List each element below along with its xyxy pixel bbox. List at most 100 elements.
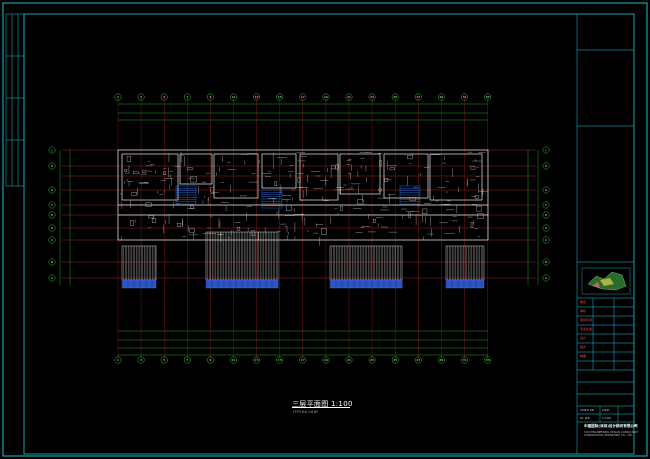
axis-bubble-label: 21: [347, 95, 351, 99]
axis-bubble: [299, 93, 307, 101]
axis-bubble-label: J: [51, 148, 53, 152]
fixture: [297, 177, 301, 183]
fixture: [145, 202, 152, 207]
axis-bubble-label: 3: [140, 358, 142, 362]
axis-bubble-label: 5: [163, 95, 165, 99]
axis-bubble-label: 33: [486, 95, 490, 99]
axis-bubble-label: G: [51, 188, 54, 192]
axis-bubble: [253, 356, 261, 364]
axis-bubble: [345, 93, 353, 101]
fixture: [190, 176, 197, 183]
fixture: [330, 165, 336, 170]
title-block: [576, 14, 634, 454]
axis-bubble-label: E: [51, 213, 53, 217]
fixture: [379, 160, 382, 167]
axis-bubble: [48, 146, 56, 154]
fixture: [389, 167, 395, 171]
drawing-frame: [23, 13, 635, 455]
axis-bubble-label: 15: [278, 358, 282, 362]
axis-bubble: [48, 258, 56, 266]
axis-bubble: [542, 146, 550, 154]
fixture: [130, 220, 134, 226]
fixture: [151, 218, 156, 223]
axis-bubble: [414, 356, 422, 364]
axis-bubble-label: 7: [186, 95, 188, 99]
balcony-outline: [445, 245, 485, 281]
axis-bubble-label: H: [545, 164, 547, 168]
fixture: [251, 230, 256, 236]
fixture: [285, 204, 292, 212]
fixture: [187, 167, 193, 171]
axis-bubble: [48, 236, 56, 244]
fixture: [409, 197, 416, 201]
axis-bubble: [48, 162, 56, 170]
axis-bubble: [484, 93, 492, 101]
axis-bubble-label: D: [51, 226, 54, 230]
tb-code: A##: [602, 408, 610, 412]
axis-bubbles: 1133557799111113131515171719192121232325…: [48, 93, 550, 364]
tb-row-label: 项目负责: [580, 318, 593, 322]
axis-bubble: [391, 356, 399, 364]
axis-bubble-label: F: [51, 203, 53, 207]
tb-sheet: S1 ##: [580, 416, 590, 420]
fixture: [378, 188, 382, 192]
axis-bubble: [160, 93, 168, 101]
fixture: [422, 208, 428, 214]
axis-bubble-label: 15: [278, 95, 282, 99]
axis-bubble-label: 27: [416, 358, 420, 362]
fixture: [210, 187, 214, 193]
axis-bubble-label: 23: [370, 95, 374, 99]
fixture: [321, 228, 327, 235]
tb-row-label: 审定: [580, 300, 587, 304]
axis-bubble-label: 13: [255, 358, 259, 362]
top-dimension-lines: [118, 103, 488, 121]
axis-bubble-label: 25: [393, 358, 397, 362]
tb-row-label: 审核: [580, 309, 587, 313]
axis-bubble-label: E: [545, 213, 547, 217]
axis-bubble: [461, 93, 468, 101]
building-walls: [117, 149, 489, 241]
axis-bubble-label: 13: [255, 95, 259, 99]
axis-bubble: [206, 356, 214, 364]
fixture: [477, 213, 484, 219]
axis-bubble: [345, 356, 353, 364]
axis-bubble: [183, 93, 191, 101]
axis-bubble: [461, 356, 468, 364]
balcony-rail: [121, 279, 157, 289]
axis-bubble: [414, 93, 422, 101]
axis-bubble: [542, 224, 550, 232]
axis-bubble-label: 27: [416, 95, 420, 99]
fixture: [131, 192, 138, 196]
fixture: [148, 215, 154, 219]
axis-bubble: [391, 93, 399, 101]
axis-bubble: [542, 274, 550, 282]
balcony-hatch-panels: [121, 231, 485, 289]
axis-bubble: [48, 211, 56, 219]
axis-bubble-label: B: [51, 260, 53, 264]
axis-bubble-label: 3: [140, 95, 142, 99]
axis-bubble: [276, 93, 284, 101]
axis-bubble: [299, 356, 307, 364]
axis-bubble: [368, 356, 376, 364]
axis-bubble-label: 9: [209, 358, 211, 362]
vertical-grid-lines: [117, 96, 488, 360]
axis-bubble: [322, 356, 330, 364]
axis-bubble: [542, 236, 550, 244]
binding-strip: [5, 13, 25, 187]
axis-bubble: [160, 356, 168, 364]
axis-bubble-label: 25: [393, 95, 397, 99]
drawing-subtitle: FFP2##.0##F: [293, 410, 319, 414]
axis-bubble: [230, 93, 237, 101]
tb-date: 20##.08: [580, 408, 594, 412]
stairs: [175, 185, 421, 209]
axis-bubble-label: 5: [163, 358, 165, 362]
axis-bubble: [276, 356, 284, 364]
tb-row-label: 校对: [580, 345, 587, 349]
axis-bubble: [183, 356, 191, 364]
fixture: [142, 169, 146, 173]
axis-bubble-label: C: [51, 238, 53, 242]
fixture: [189, 228, 195, 233]
axis-bubble: [137, 356, 145, 364]
fixture: [470, 222, 474, 228]
fixture: [124, 169, 127, 172]
